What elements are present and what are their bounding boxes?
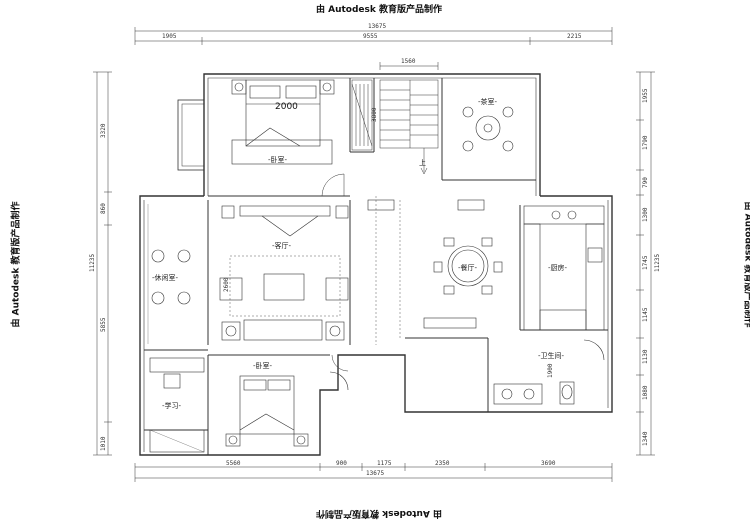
tea-table: [462, 106, 514, 152]
room-tea-room: -茶室-: [478, 97, 498, 106]
door-arcs: [331, 196, 401, 372]
dim-bottom-seg-3: 1175: [377, 460, 392, 467]
leisure-room-furniture: [147, 204, 191, 344]
room-dining: -餐厅-: [458, 263, 478, 272]
dim-right-total: 11235: [654, 254, 661, 272]
dim-stair-width: 1560: [401, 58, 416, 65]
dim-left-seg-2: 860: [100, 203, 107, 214]
kitchen-counters: [523, 205, 605, 331]
dim-bottom-seg-4: 2350: [435, 460, 450, 467]
staircase: 上: [379, 79, 439, 175]
room-leisure: -休闲室-: [152, 273, 179, 282]
dim-top-seg-3: 2215: [567, 33, 582, 40]
dining-table: [367, 199, 503, 329]
dim-right-seg-7: 1130: [642, 349, 649, 364]
room-bathroom: -卫生间-: [538, 351, 565, 360]
room-study: -学习-: [162, 401, 182, 410]
wardrobe: 3800: [351, 79, 378, 151]
dim-right-seg-3: 790: [642, 177, 649, 188]
bottom-dimensions: 5560 900 1175 2350 3690 13675: [134, 460, 613, 482]
room-master-bedroom: -卧室-: [268, 155, 288, 164]
dim-left-seg-1: 3320: [100, 123, 107, 138]
dim-bed-width: 2000: [275, 102, 298, 112]
right-dimensions: 1955 1790 790 1300 1745 1145 1130 1080 1…: [636, 71, 661, 456]
stair-up-label: 上: [419, 158, 426, 167]
interior-walls: [144, 78, 608, 455]
exterior-walls: [139, 73, 613, 456]
dim-wardrobe: 3800: [371, 107, 378, 122]
study-desk: [149, 357, 205, 453]
master-bed: [231, 79, 335, 165]
dim-right-seg-6: 1145: [642, 307, 649, 322]
watermark-top: 由 Autodesk 教育版产品制作: [316, 5, 443, 15]
dim-right-seg-9: 1340: [642, 431, 649, 446]
room-kitchen: -厨房-: [548, 263, 568, 272]
dim-left-total: 11235: [89, 254, 96, 272]
bathroom-fixtures: [493, 339, 605, 405]
dim-bath-wall: 1900: [547, 363, 554, 378]
dim-left-seg-4: 1010: [100, 436, 107, 451]
dim-right-seg-8: 1080: [642, 385, 649, 400]
room-second-bedroom: -卧室-: [253, 361, 273, 370]
dim-right-seg-1: 1955: [642, 88, 649, 103]
dim-top-seg-1: 1905: [162, 33, 177, 40]
dim-bottom-seg-2: 900: [336, 460, 347, 467]
dim-right-seg-5: 1745: [642, 255, 649, 270]
dim-top-seg-2: 9555: [363, 33, 378, 40]
second-bed: [225, 371, 349, 447]
dim-bottom-seg-5: 3690: [541, 460, 556, 467]
dim-right-seg-4: 1300: [642, 207, 649, 222]
dim-left-seg-3: 5855: [100, 317, 107, 332]
dim-right-seg-2: 1790: [642, 135, 649, 150]
top-dimensions: 13675 1905 9555 2215 1560: [134, 23, 613, 70]
dim-top-total: 13675: [368, 23, 386, 30]
room-living-room: -客厅-: [272, 241, 292, 250]
left-dimensions: 11235 3320 860 5855 1010: [89, 71, 112, 456]
dim-bottom-seg-1: 5560: [226, 460, 241, 467]
dim-bottom-total: 13675: [366, 470, 384, 477]
living-room-furniture: [219, 205, 349, 341]
dim-tv-wall: 2600: [223, 277, 230, 292]
